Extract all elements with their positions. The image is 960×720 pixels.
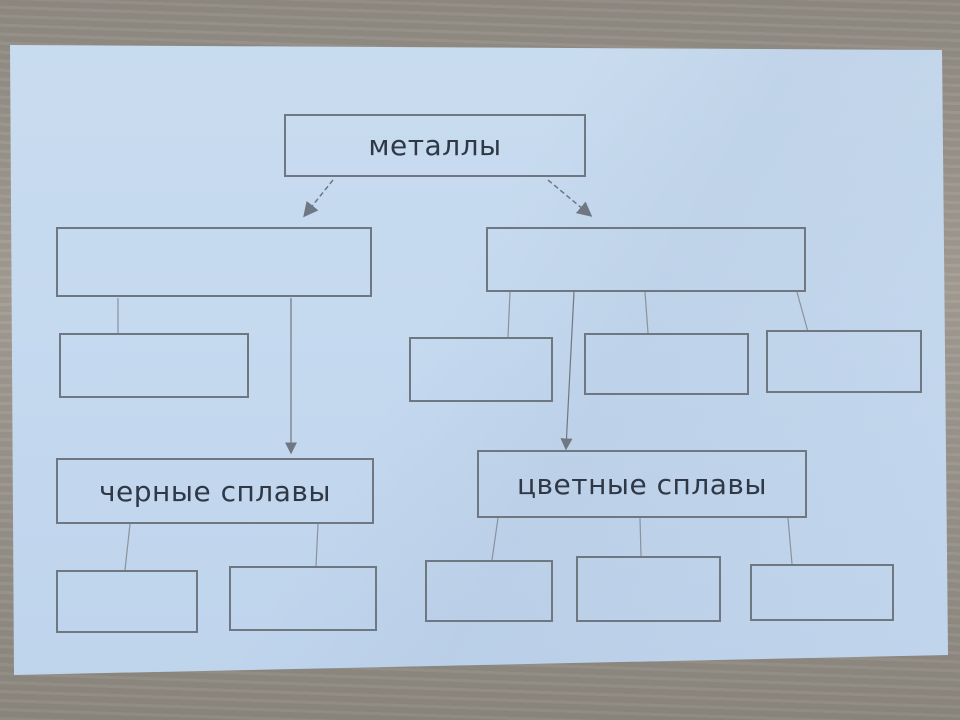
box-empty-right-branch bbox=[486, 227, 806, 292]
line-color-to-sub2 bbox=[639, 517, 642, 557]
box-empty-right-sub2 bbox=[584, 333, 749, 395]
box-empty-color-sub3 bbox=[750, 564, 894, 621]
arrow-right-to-color-alloys bbox=[560, 291, 575, 451]
label-color-alloys: цветные сплавы bbox=[516, 467, 767, 501]
box-empty-black-sub2 bbox=[229, 566, 377, 631]
line-black-to-sub2 bbox=[315, 523, 319, 567]
box-empty-black-sub1 bbox=[56, 570, 198, 633]
label-black-alloys: черные сплавы bbox=[99, 474, 331, 508]
box-empty-left-branch bbox=[56, 227, 372, 297]
line-color-to-sub3 bbox=[787, 517, 793, 565]
box-empty-right-sub1 bbox=[409, 337, 553, 402]
box-color-alloys: цветные сплавы bbox=[477, 450, 807, 518]
box-empty-color-sub1 bbox=[425, 560, 553, 622]
box-empty-color-sub2 bbox=[576, 556, 721, 622]
box-black-alloys: черные сплавы bbox=[56, 458, 374, 524]
box-empty-left-sub bbox=[59, 333, 249, 398]
box-empty-right-sub3 bbox=[766, 330, 922, 393]
arrow-root-right bbox=[547, 179, 593, 217]
line-color-to-sub1 bbox=[491, 517, 499, 561]
line-right-to-sub3 bbox=[796, 291, 809, 333]
label-metals: металлы bbox=[368, 129, 502, 162]
arrow-root-left bbox=[303, 179, 334, 218]
line-right-to-sub1 bbox=[507, 291, 511, 338]
box-metals: металлы bbox=[284, 114, 586, 177]
line-right-to-sub2 bbox=[644, 291, 649, 334]
line-black-to-sub1 bbox=[124, 523, 131, 571]
